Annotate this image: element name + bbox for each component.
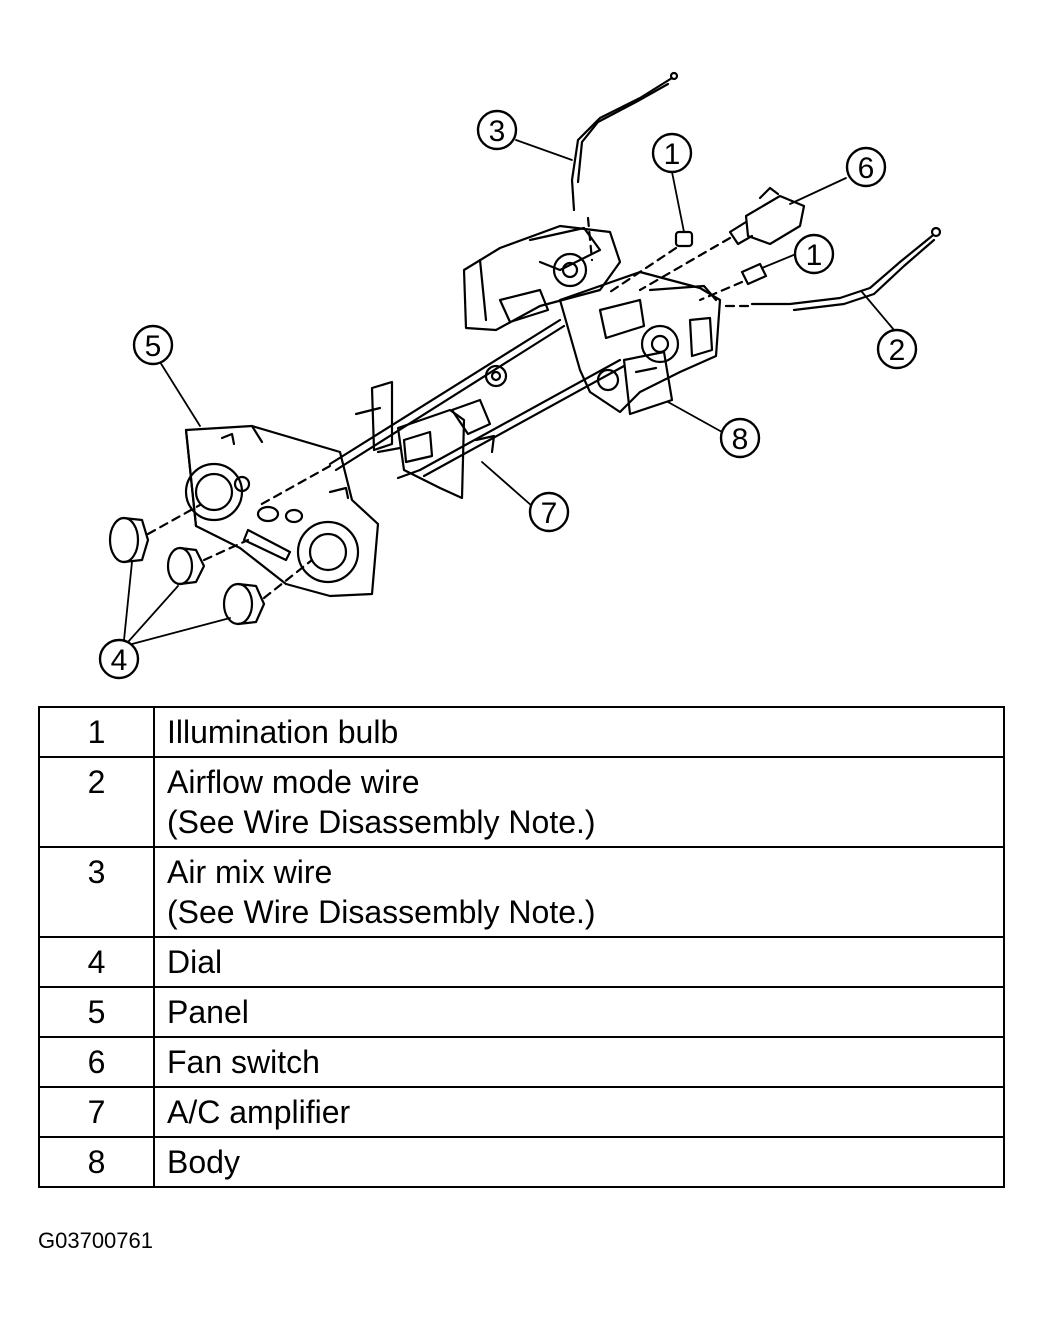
- control-body: [462, 224, 722, 416]
- part-description: Panel: [153, 986, 1005, 1038]
- part-number: 6: [38, 1036, 155, 1088]
- callout-8: 8: [719, 417, 761, 459]
- part-description-line: A/C amplifier: [167, 1094, 351, 1130]
- part-number: 3: [38, 846, 155, 938]
- table-row: 1 Illumination bulb: [38, 706, 1005, 758]
- part-description-note: (See Wire Disassembly Note.): [167, 804, 596, 840]
- airflow-mode-wire: [718, 226, 942, 312]
- part-description: Body: [153, 1136, 1005, 1188]
- air-mix-wire: [570, 71, 679, 262]
- dial-right: [222, 558, 314, 626]
- callout-7: 7: [528, 491, 570, 533]
- parts-legend-table: 1 Illumination bulb 2 Airflow mode wire …: [38, 706, 1005, 1188]
- table-row: 3 Air mix wire (See Wire Disassembly Not…: [38, 846, 1005, 938]
- part-description-line: Illumination bulb: [167, 714, 399, 750]
- part-description-line: Body: [167, 1144, 240, 1180]
- dials: [108, 503, 314, 626]
- table-row: 7 A/C amplifier: [38, 1086, 1005, 1138]
- svg-text:5: 5: [145, 330, 162, 363]
- callout-1-upper: 1: [651, 132, 693, 174]
- part-description-line: Panel: [167, 994, 249, 1030]
- callout-6: 6: [845, 146, 887, 188]
- svg-text:1: 1: [664, 138, 681, 171]
- svg-text:7: 7: [541, 497, 558, 530]
- part-number: 7: [38, 1086, 155, 1138]
- dial-left: [108, 503, 202, 564]
- part-number: 5: [38, 986, 155, 1038]
- figure-code: G03700761: [38, 1228, 153, 1253]
- part-description-line: Airflow mode wire: [167, 764, 420, 800]
- callout-2: 2: [876, 328, 918, 370]
- part-number: 8: [38, 1136, 155, 1188]
- table-row: 8 Body: [38, 1136, 1005, 1188]
- dial-middle: [166, 538, 250, 586]
- leader-lines: [123, 139, 895, 645]
- table-row: 5 Panel: [38, 986, 1005, 1038]
- callout-1-lower: 1: [793, 233, 835, 275]
- exploded-view-diagram: 3 1 6 1 2 5 8 7: [98, 71, 942, 680]
- part-description: A/C amplifier: [153, 1086, 1005, 1138]
- svg-text:6: 6: [858, 152, 875, 185]
- part-description: Air mix wire (See Wire Disassembly Note.…: [153, 846, 1005, 938]
- callout-4: 4: [98, 638, 140, 680]
- callout-3: 3: [476, 109, 518, 151]
- part-description-line: Dial: [167, 944, 223, 980]
- part-description-line: Air mix wire: [167, 854, 333, 890]
- control-panel: [184, 424, 380, 598]
- ac-amplifier: [354, 380, 496, 500]
- table-row: 4 Dial: [38, 936, 1005, 988]
- part-description: Fan switch: [153, 1036, 1005, 1088]
- part-description-line: Fan switch: [167, 1044, 320, 1080]
- svg-text:3: 3: [489, 115, 506, 148]
- part-description: Dial: [153, 936, 1005, 988]
- table-row: 2 Airflow mode wire (See Wire Disassembl…: [38, 756, 1005, 848]
- part-number: 1: [38, 706, 155, 758]
- part-number: 2: [38, 756, 155, 848]
- svg-text:8: 8: [732, 423, 749, 456]
- svg-text:1: 1: [806, 239, 823, 272]
- part-number: 4: [38, 936, 155, 988]
- svg-text:4: 4: [111, 644, 128, 677]
- part-description-note: (See Wire Disassembly Note.): [167, 894, 596, 930]
- part-description: Airflow mode wire (See Wire Disassembly …: [153, 756, 1005, 848]
- part-description: Illumination bulb: [153, 706, 1005, 758]
- illumination-bulb-lower: [698, 262, 768, 302]
- fan-switch: [638, 186, 806, 292]
- callouts: 3 1 6 1 2 5 8 7: [98, 109, 918, 680]
- table-row: 6 Fan switch: [38, 1036, 1005, 1088]
- svg-text:2: 2: [889, 334, 906, 367]
- callout-5: 5: [132, 324, 174, 366]
